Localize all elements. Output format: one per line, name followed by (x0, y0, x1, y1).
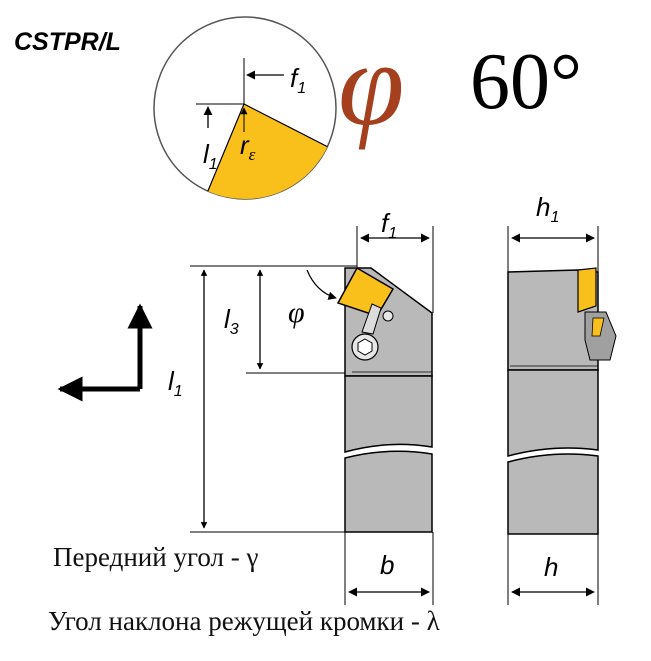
insert-detail-view: f1 l1 rε (153, 16, 337, 200)
feed-direction-icon (57, 303, 153, 402)
model-title: CSTPR/L (14, 28, 121, 56)
front-l1-label: l1 (168, 366, 183, 400)
detail-f1-label: f1 (290, 63, 306, 97)
insert-side (577, 267, 597, 313)
detail-radius-label: rε (240, 130, 256, 164)
front-b-label: b (380, 550, 394, 580)
rake-angle-caption: Передний угол - γ (53, 542, 259, 572)
front-phi-label: φ (288, 296, 305, 329)
clamp-front (361, 303, 382, 335)
front-l3-label: l3 (224, 304, 239, 338)
side-view: h1 h (507, 192, 617, 605)
inclination-angle-caption: Угол наклона режущей кромки - λ (48, 606, 440, 636)
front-f1-label: f1 (381, 208, 397, 242)
holder-shank-front-upper (344, 375, 433, 453)
angle-value: 60° (470, 38, 582, 126)
holder-shank-side-lower (507, 453, 599, 535)
holder-shank-front-lower (344, 450, 433, 533)
front-view: f1 l3 l1 φ b (168, 208, 434, 605)
angle-symbol: φ (338, 17, 404, 150)
holder-shank-side-upper (507, 369, 599, 457)
side-h-label: h (544, 552, 558, 582)
detail-l1-label: l1 (203, 139, 218, 173)
side-h1-label: h1 (536, 192, 559, 226)
